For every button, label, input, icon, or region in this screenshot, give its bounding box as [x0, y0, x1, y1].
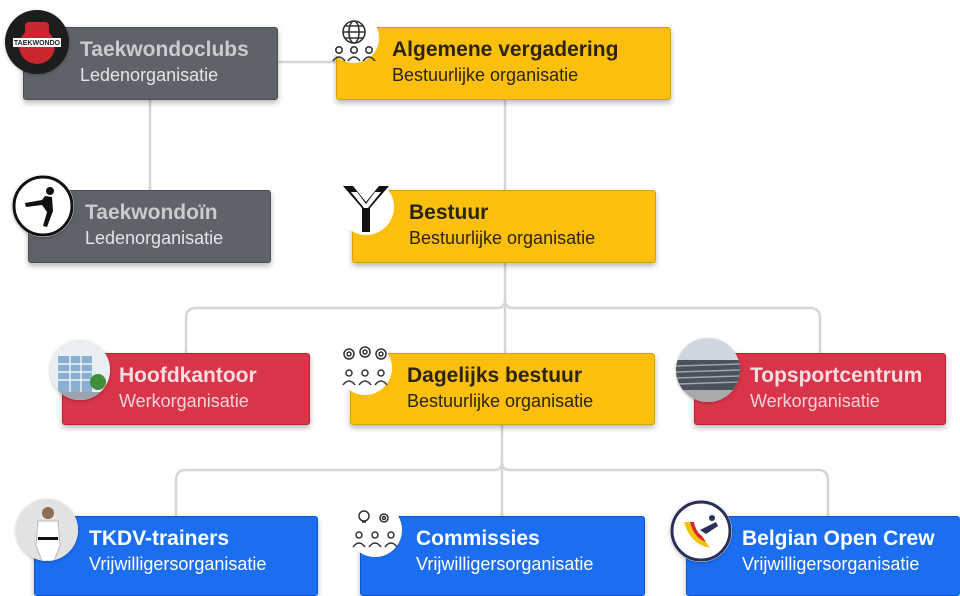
- y-logo-icon: [337, 178, 395, 236]
- node-subtitle: Ledenorganisatie: [85, 228, 224, 248]
- trainer-photo-icon: [16, 499, 78, 561]
- node-subtitle: Werkorganisatie: [750, 391, 880, 411]
- node-title: Bestuur: [409, 201, 489, 224]
- globe-people-icon: [328, 12, 380, 68]
- node-subtitle: Bestuurlijke organisatie: [409, 228, 596, 248]
- node-belgian-open-crew: Belgian Open Crew Vrijwilligersorganisat…: [686, 516, 960, 596]
- connector-dagelijks-to-level4: [174, 423, 504, 518]
- node-bestuur: Bestuur Bestuurlijke organisatie: [352, 190, 656, 263]
- bulbs-people-icon: [346, 502, 404, 558]
- node-title: Commissies: [416, 527, 540, 550]
- kicking-figure-icon: [12, 175, 74, 237]
- taekwondo-club-logo-icon: TAEKWONDO: [5, 10, 69, 74]
- node-title: Taekwondoïn: [85, 201, 218, 224]
- belgian-open-logo-icon: [670, 500, 732, 562]
- node-subtitle: Bestuurlijke organisatie: [392, 65, 579, 85]
- node-subtitle: Werkorganisatie: [119, 391, 249, 411]
- node-subtitle: Vrijwilligersorganisatie: [742, 554, 920, 574]
- node-hoofdkantoor: Hoofdkantoor Werkorganisatie: [62, 353, 310, 425]
- gears-people-icon: [336, 340, 394, 396]
- node-taekwondoclubs: Taekwondoclubs Ledenorganisatie: [23, 27, 278, 100]
- node-title: Belgian Open Crew: [742, 527, 935, 550]
- node-title: Topsportcentrum: [750, 364, 923, 387]
- node-title: Algemene vergadering: [392, 38, 619, 61]
- node-commissies: Commissies Vrijwilligersorganisatie: [360, 516, 645, 596]
- connector-bestuur-to-topsport: [503, 298, 822, 355]
- node-title: Taekwondoclubs: [80, 38, 249, 61]
- node-subtitle: Vrijwilligersorganisatie: [89, 554, 267, 574]
- office-building-icon: [50, 340, 110, 400]
- node-dagelijks-bestuur: Dagelijks bestuur Bestuurlijke organisat…: [350, 353, 655, 425]
- node-subtitle: Ledenorganisatie: [80, 65, 219, 85]
- connector-dagelijks-to-belgian: [500, 460, 830, 518]
- node-title: Dagelijks bestuur: [407, 364, 583, 387]
- node-title: TKDV-trainers: [89, 527, 230, 550]
- node-title: Hoofdkantoor: [119, 364, 257, 387]
- sports-center-photo-icon: [676, 338, 740, 402]
- svg-text:TAEKWONDO: TAEKWONDO: [14, 40, 61, 47]
- node-algemene-vergadering: Algemene vergadering Bestuurlijke organi…: [336, 27, 671, 100]
- node-tkdv-trainers: TKDV-trainers Vrijwilligersorganisatie: [34, 516, 318, 596]
- node-subtitle: Bestuurlijke organisatie: [407, 391, 594, 411]
- node-taekwondoin: Taekwondoïn Ledenorganisatie: [28, 190, 271, 263]
- node-subtitle: Vrijwilligersorganisatie: [416, 554, 594, 574]
